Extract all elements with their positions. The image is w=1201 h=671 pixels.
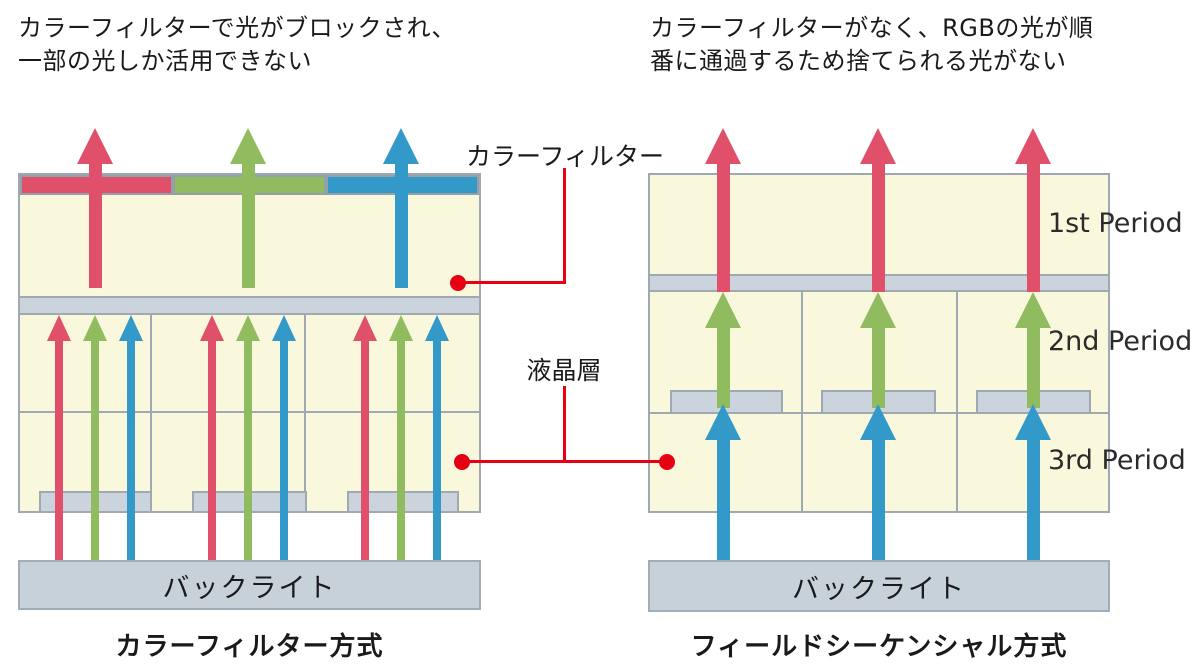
color-filter-label: カラーフィルター — [465, 142, 664, 171]
right-cell-boundary-2 — [956, 292, 958, 511]
arrow-shaft — [871, 162, 885, 292]
right-method-note-line1: カラーフィルターがなく、RGBの光が順 — [650, 14, 1094, 42]
arrow-head — [860, 292, 896, 328]
right-cell-boundary-1 — [801, 292, 803, 511]
arrow-head — [272, 315, 296, 341]
left-method-note: カラーフィルターで光がブロックされ、 一部の光しか活用できない — [18, 12, 456, 78]
arrow-shaft — [871, 438, 885, 560]
lc-layer-pointer-vline — [563, 386, 566, 463]
arrow-head — [705, 404, 741, 440]
arrow-head — [47, 315, 71, 341]
arrow-shaft — [241, 162, 255, 288]
arrow-shaft — [716, 438, 730, 560]
right-method-note: カラーフィルターがなく、RGBの光が順 番に通過するため捨てられる光がない — [650, 12, 1093, 78]
arrow-shaft — [1026, 326, 1040, 408]
arrow-shaft — [397, 339, 405, 560]
lc-layer-pointer-dot-right — [659, 454, 675, 470]
left-method-note-line1: カラーフィルターで光がブロックされ、 — [18, 14, 456, 42]
left-method-note-line2: 一部の光しか活用できない — [18, 47, 312, 75]
color-filter-pointer-vline — [563, 168, 566, 284]
arrow-head — [860, 128, 896, 164]
period-label-1: 1st Period — [1048, 208, 1183, 239]
arrow-shaft — [1026, 162, 1040, 292]
arrow-head — [236, 315, 260, 341]
arrow-head — [1015, 292, 1051, 328]
arrow-head — [83, 315, 107, 341]
arrow-head — [705, 128, 741, 164]
arrow-head — [1015, 128, 1051, 164]
arrow-head — [860, 404, 896, 440]
arrow-shaft — [208, 339, 216, 560]
left-cell-boundary-1 — [150, 315, 152, 511]
arrow-head — [383, 128, 419, 164]
arrow-shaft — [91, 339, 99, 560]
arrow-head — [353, 315, 377, 341]
arrow-head — [705, 292, 741, 328]
arrow-shaft — [55, 339, 63, 560]
left-caption: カラーフィルター方式 — [115, 632, 384, 662]
arrow-head — [230, 128, 266, 164]
arrow-shaft — [127, 339, 135, 560]
lc-layer-label: 液晶層 — [526, 356, 602, 385]
right-backlight-label: バックライト — [792, 573, 966, 605]
color-filter-pointer-dot — [450, 275, 466, 291]
arrow-shaft — [1026, 438, 1040, 560]
color-filter-pointer-hline — [458, 281, 566, 284]
left-backlight-box: バックライト — [18, 560, 481, 610]
arrow-head — [119, 315, 143, 341]
right-method-note-line2: 番に通過するため捨てられる光がない — [650, 47, 1067, 75]
arrow-shaft — [716, 326, 730, 408]
left-backlight-label: バックライト — [162, 572, 337, 604]
lc-layer-pointer-hline — [462, 460, 668, 463]
arrow-shaft — [280, 339, 288, 560]
arrow-head — [1015, 404, 1051, 440]
arrow-shaft — [394, 162, 408, 288]
arrow-shaft — [716, 162, 730, 292]
arrow-shaft — [433, 339, 441, 560]
arrow-head — [200, 315, 224, 341]
right-backlight-box: バックライト — [648, 560, 1110, 612]
arrow-shaft — [244, 339, 252, 560]
left-cell-boundary-2 — [304, 315, 306, 511]
arrow-head — [77, 128, 113, 164]
lc-layer-pointer-dot-left — [454, 454, 470, 470]
right-caption: フィールドシーケンシャル方式 — [690, 632, 1068, 662]
arrow-shaft — [361, 339, 369, 560]
arrow-head — [389, 315, 413, 341]
period-label-2: 2nd Period — [1048, 326, 1193, 357]
period-label-3: 3rd Period — [1048, 445, 1186, 476]
arrow-head — [425, 315, 449, 341]
arrow-shaft — [88, 162, 102, 288]
arrow-shaft — [871, 326, 885, 408]
left-glass-layer — [20, 296, 479, 315]
